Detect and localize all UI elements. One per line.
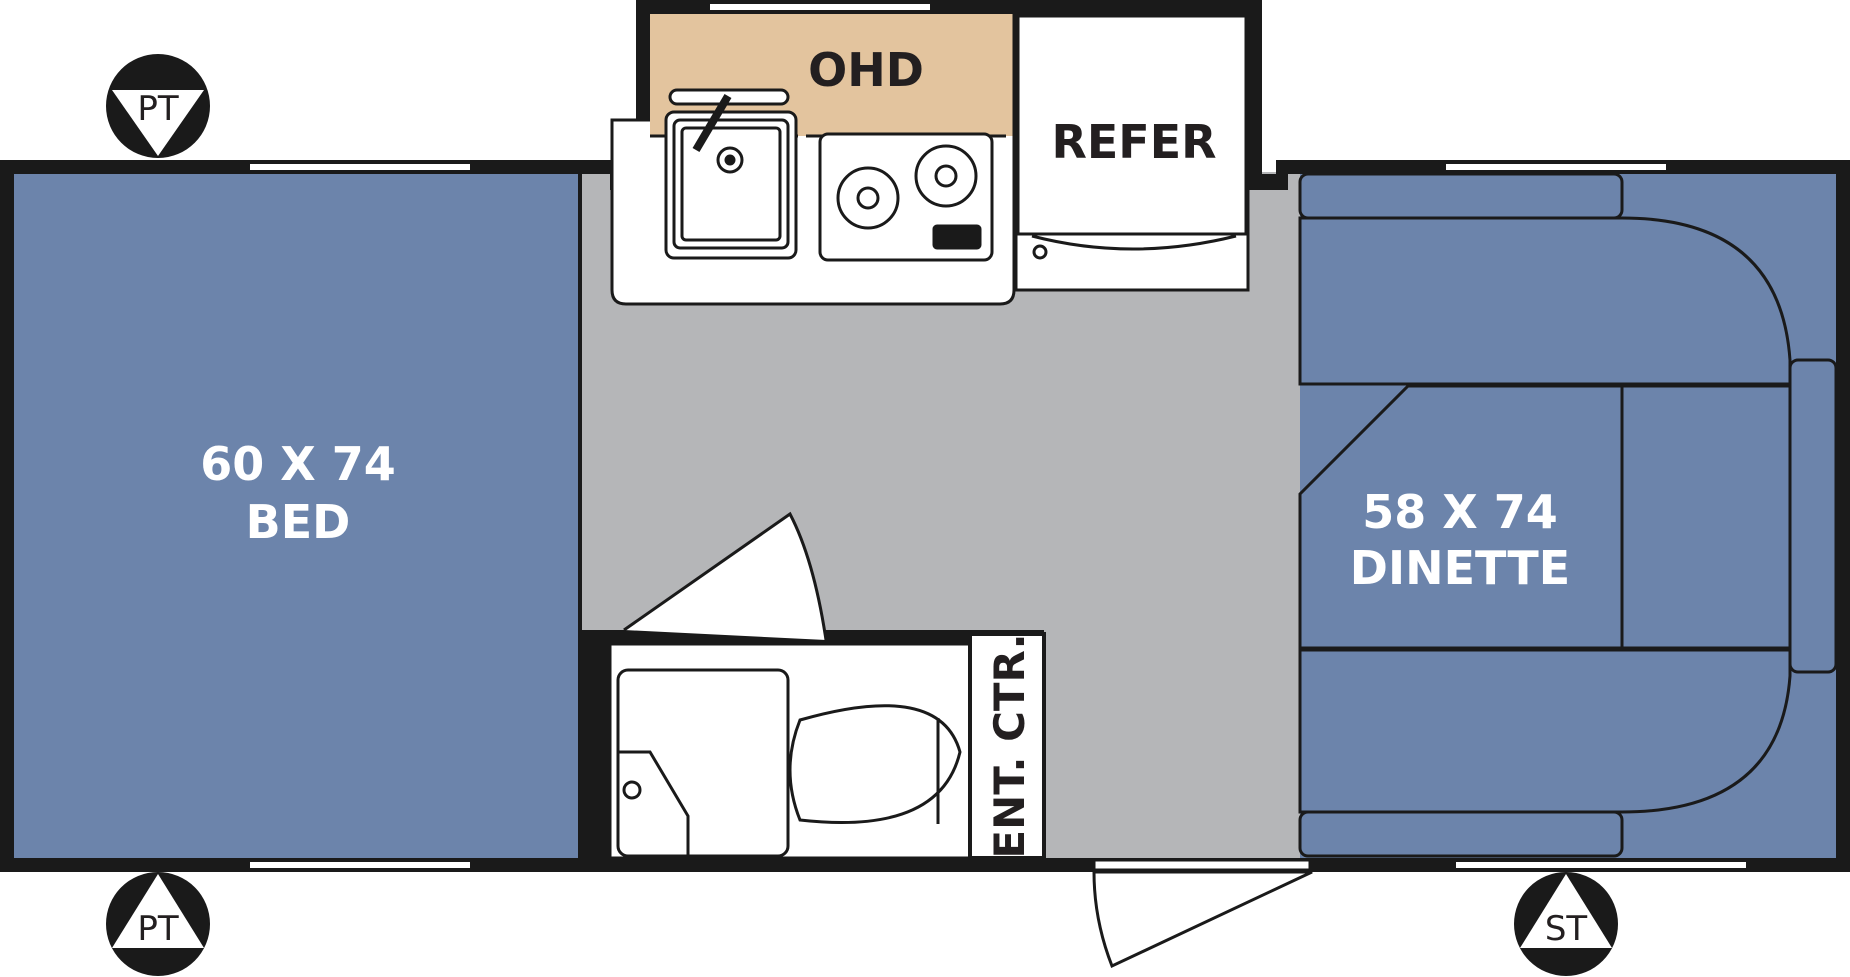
bed xyxy=(14,174,580,858)
ent-ctr-label: ENT. CTR. xyxy=(985,633,1034,858)
windows xyxy=(250,4,1746,868)
ohd-label: OHD xyxy=(808,43,924,97)
svg-text:PT: PT xyxy=(137,89,179,129)
refer-label: REFER xyxy=(1051,115,1216,169)
refrigerator xyxy=(1014,12,1250,292)
pt-badge-top-left: PT xyxy=(106,54,210,158)
bed-divider-wall xyxy=(578,174,582,858)
sink xyxy=(664,88,798,260)
dinette-size-label: 58 X 74 xyxy=(1362,485,1558,539)
bed-size-label: 60 X 74 xyxy=(200,437,396,491)
pt-badge-bottom-left: PT xyxy=(106,872,210,976)
dinette-name-label: DINETTE xyxy=(1350,541,1570,595)
bed-name-label: BED xyxy=(246,495,351,549)
stove xyxy=(818,132,994,262)
svg-text:ST: ST xyxy=(1545,909,1588,949)
bathroom xyxy=(580,511,1044,860)
st-badge-bottom-right: ST xyxy=(1514,872,1618,976)
entertainment-center xyxy=(968,632,1046,860)
exterior-walls xyxy=(0,0,1850,872)
entry-door xyxy=(1092,858,1313,969)
svg-text:PT: PT xyxy=(137,909,179,949)
dinette xyxy=(1298,172,1838,858)
